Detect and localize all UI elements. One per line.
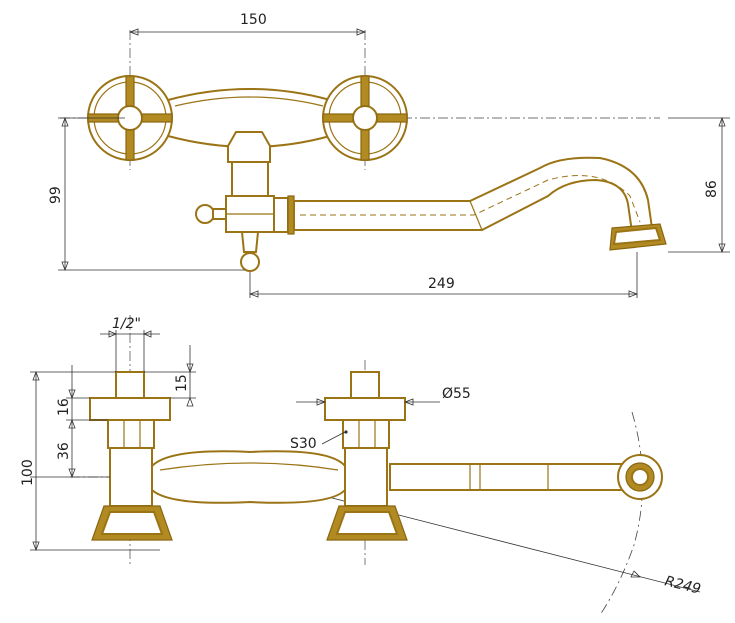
diverter-knob — [195, 204, 215, 224]
spout-axis — [300, 175, 641, 223]
dim-wrench-size: S30 — [290, 436, 317, 452]
dim-spout-drop: 86 — [704, 180, 720, 198]
right-inlet-assembly — [324, 371, 408, 541]
spout-nut — [273, 197, 289, 233]
diverter-column — [231, 161, 269, 197]
left-handle — [87, 75, 173, 161]
dim-inlet-thread: 1/2" — [112, 316, 141, 332]
dim-inlet-length: 15 — [174, 374, 190, 392]
plan-spout — [389, 463, 641, 491]
dim-body-height: 36 — [56, 442, 72, 460]
center-cap — [227, 131, 271, 163]
left-inlet-assembly — [89, 371, 173, 541]
lower-stem — [240, 231, 260, 253]
dim-spout-length: 249 — [428, 276, 455, 292]
dim-height-left: 99 — [48, 186, 64, 204]
plan-view: R249 — [20, 315, 702, 616]
swing-arc — [599, 411, 643, 616]
dim-handle-spacing: 150 — [240, 12, 267, 28]
plan-body-oval — [151, 450, 346, 504]
dim-swing-radius: R249 — [663, 573, 702, 597]
bottom-knob — [240, 252, 260, 272]
spout — [293, 156, 654, 234]
front-view: 150 99 249 86 — [48, 12, 730, 298]
right-handle — [322, 75, 408, 161]
body-highlight — [174, 96, 324, 107]
wrench-leader — [321, 431, 346, 445]
dim-nut-height: 16 — [56, 398, 72, 416]
dim-total-height: 100 — [20, 459, 36, 486]
dim-flange-diameter: Ø55 — [442, 386, 471, 402]
